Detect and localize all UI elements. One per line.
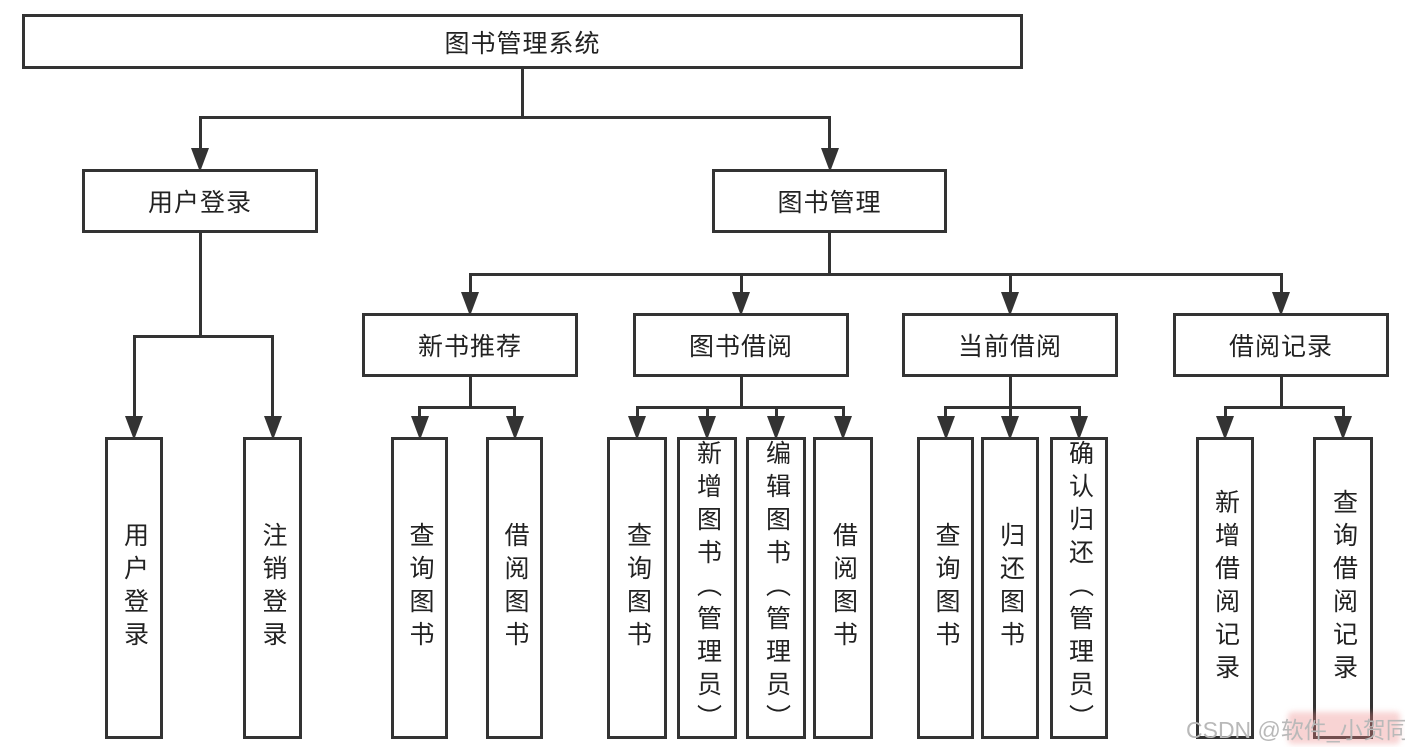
node-query-books-rec: 查询图书 [391, 437, 448, 739]
connector-line [1223, 407, 1227, 421]
node-label: 查询图书 [932, 522, 960, 654]
node-label: 新书推荐 [417, 333, 522, 361]
node-query-borrow-record: 查询借阅记录 [1313, 437, 1373, 739]
node-book-mgmt-group: 图书管理 [712, 169, 947, 233]
arrow-down-icon [1334, 416, 1352, 440]
node-label: 编辑图书（管理员） [762, 440, 791, 737]
arrow-down-icon [628, 416, 646, 440]
connector-line [1008, 407, 1012, 421]
node-label: 确认归还（管理员） [1065, 440, 1094, 737]
arrow-down-icon [767, 416, 785, 440]
arrow-down-icon [125, 416, 143, 440]
arrow-down-icon [191, 148, 209, 172]
node-label: 查询图书 [406, 522, 434, 654]
arrow-down-icon [1001, 292, 1019, 316]
arrow-down-icon [1272, 292, 1290, 316]
connector-line [635, 407, 639, 421]
connector-line [705, 407, 709, 421]
node-add-books-admin: 新增图书（管理员） [677, 437, 737, 739]
node-new-book-rec: 新书推荐 [362, 313, 578, 377]
node-label: 用户登录 [120, 522, 149, 654]
node-label: 查询借阅记录 [1329, 489, 1358, 687]
connector-line [468, 272, 1283, 276]
connector-line [739, 377, 743, 407]
node-label: 借阅记录 [1228, 333, 1333, 361]
node-label: 图书借阅 [688, 333, 793, 361]
node-label: 当前借阅 [957, 333, 1062, 361]
watermark: CSDN @软件_小贺同学 [1186, 717, 1405, 743]
node-confirm-return: 确认归还（管理员） [1050, 437, 1108, 739]
connector-line [635, 405, 845, 409]
connector-line [468, 274, 472, 297]
node-add-borrow-record: 新增借阅记录 [1196, 437, 1254, 739]
connector-line [132, 334, 274, 338]
node-query-books-cur: 查询图书 [917, 437, 974, 739]
arrow-down-icon [461, 292, 479, 316]
connector-line [513, 407, 516, 421]
connector-line [1008, 274, 1012, 297]
connector-line [841, 407, 845, 421]
connector-line [828, 117, 831, 153]
connector-line [1279, 274, 1283, 297]
arrow-down-icon [936, 416, 955, 440]
connector-line [271, 336, 274, 421]
arrow-down-icon [1070, 416, 1088, 440]
node-label: 图书管理 [777, 189, 882, 217]
connector-line [521, 69, 524, 117]
node-label: 注销登录 [259, 522, 287, 654]
arrow-down-icon [732, 292, 750, 316]
node-label: 归还图书 [996, 522, 1025, 654]
node-return-books: 归还图书 [981, 437, 1039, 739]
connector-line [1223, 405, 1345, 409]
connector-line [418, 407, 421, 421]
node-user-login: 用户登录 [105, 437, 163, 739]
node-borrow-books-rec: 借阅图书 [486, 437, 543, 739]
arrow-down-icon [410, 416, 429, 440]
connector-line [739, 274, 743, 297]
node-label: 查询图书 [623, 522, 652, 654]
connector-line [468, 377, 472, 407]
node-label: 借阅图书 [501, 522, 529, 654]
node-label: 新增图书（管理员） [693, 440, 722, 737]
node-label: 借阅图书 [829, 522, 858, 654]
node-query-books-borrow: 查询图书 [607, 437, 667, 739]
connector-line [198, 115, 831, 119]
connector-line [774, 407, 778, 421]
node-label: 新增借阅记录 [1211, 489, 1240, 687]
connector-line [132, 336, 136, 421]
arrow-down-icon [505, 416, 524, 440]
arrow-down-icon [698, 416, 716, 440]
connector-line [1077, 407, 1081, 421]
connector-line [828, 233, 831, 274]
arrow-down-icon [1216, 416, 1234, 440]
arrow-down-icon [1001, 416, 1019, 440]
node-logout: 注销登录 [243, 437, 302, 739]
connector-line [418, 405, 516, 409]
arrow-down-icon [820, 148, 839, 172]
node-system-root: 图书管理系统 [22, 14, 1023, 69]
node-book-borrow: 图书借阅 [633, 313, 849, 377]
node-label: 图书管理系统 [444, 29, 601, 58]
connector-line [198, 117, 202, 153]
connector-line [944, 405, 1081, 409]
connector-line [1279, 377, 1283, 407]
connector-line [1341, 407, 1345, 421]
connector-line [944, 407, 947, 421]
watermark-highlight [1288, 712, 1400, 744]
node-borrow-records: 借阅记录 [1173, 313, 1389, 377]
connector-line [1008, 377, 1012, 407]
arrow-down-icon [263, 416, 282, 440]
node-user-login-group: 用户登录 [82, 169, 318, 233]
arrow-down-icon [834, 416, 852, 440]
node-borrow-books: 借阅图书 [813, 437, 873, 739]
node-label: 用户登录 [147, 189, 252, 217]
node-edit-books-admin: 编辑图书（管理员） [746, 437, 806, 739]
connector-line [198, 233, 202, 336]
node-current-borrow: 当前借阅 [902, 313, 1118, 377]
